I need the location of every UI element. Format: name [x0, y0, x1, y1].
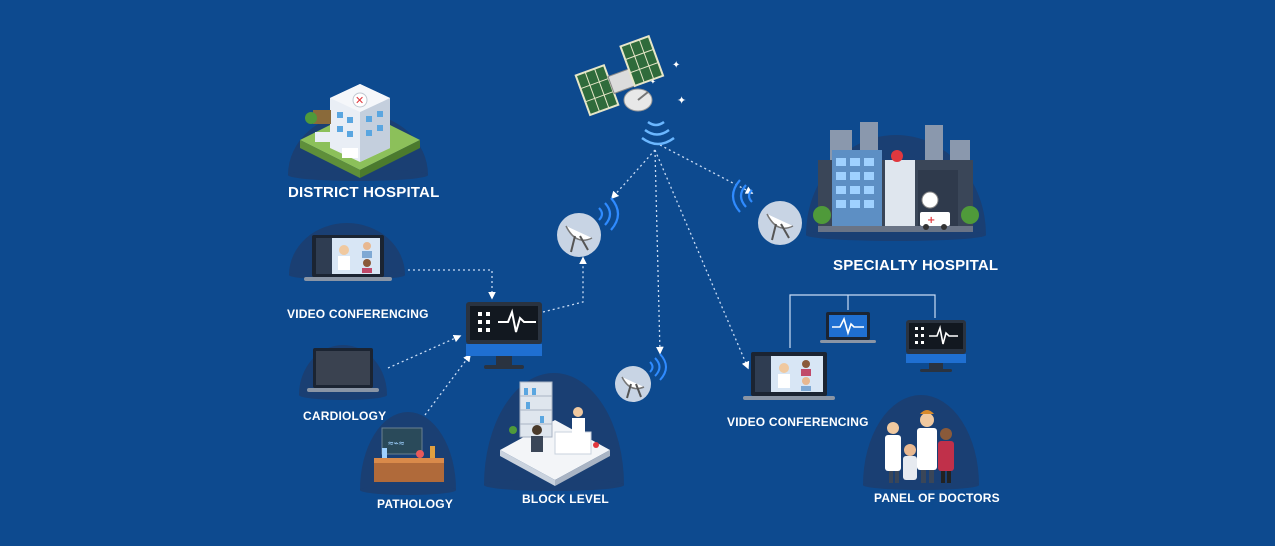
laptop-video-call-icon	[743, 352, 835, 400]
video-conferencing-right-label: VIDEO CONFERENCING	[727, 415, 869, 429]
panel-of-doctors-label: PANEL OF DOCTORS	[874, 491, 1000, 505]
link-pathology-to-monitor	[424, 353, 471, 416]
svg-text:≈⌁≈: ≈⌁≈	[388, 439, 405, 449]
ecg-monitor-icon	[906, 320, 966, 372]
block-level-label: BLOCK LEVEL	[522, 492, 609, 506]
dish-antenna-icon	[615, 353, 667, 402]
city-hospital-icon: +	[806, 122, 986, 241]
ecg-monitor-icon	[466, 302, 542, 369]
specialty-hospital-label: SPECIALTY HOSPITAL	[833, 257, 999, 274]
laptop-icon	[299, 345, 387, 400]
dish-antenna-icon	[731, 179, 802, 245]
laptop-video-call-icon	[289, 223, 405, 281]
link-satellite-to-video-conf-right	[654, 149, 750, 370]
link-satellite-to-specialty-dish	[659, 144, 754, 194]
svg-text:✕: ✕	[355, 94, 364, 107]
link-video-conf-to-monitor	[408, 269, 496, 300]
hospital-building-icon: ✕	[288, 84, 428, 181]
svg-text:✦: ✦	[677, 94, 686, 107]
doctors-group-icon	[863, 395, 979, 490]
lab-bench-icon: ≈⌁≈	[360, 412, 456, 495]
specialty-network-tree	[789, 294, 936, 348]
satellite-icon: ✦ ✦ ✦	[574, 34, 686, 146]
svg-text:✦: ✦	[650, 78, 656, 86]
link-cardiology-to-monitor	[387, 334, 462, 369]
dish-antenna-icon	[557, 197, 620, 257]
video-conferencing-left-label: VIDEO CONFERENCING	[287, 307, 429, 321]
connector-lines	[387, 144, 754, 416]
clinic-room-icon	[484, 373, 624, 491]
cardiology-label: CARDIOLOGY	[303, 409, 387, 423]
link-monitor-to-dish	[542, 256, 587, 313]
pathology-label: PATHOLOGY	[377, 497, 454, 511]
link-satellite-to-lower-dish	[654, 149, 664, 355]
svg-text:+: +	[927, 215, 935, 226]
laptop-icon	[820, 312, 876, 343]
link-satellite-to-block-dish	[610, 149, 656, 200]
svg-text:✦: ✦	[672, 60, 680, 71]
district-hospital-label: DISTRICT HOSPITAL	[288, 184, 440, 201]
